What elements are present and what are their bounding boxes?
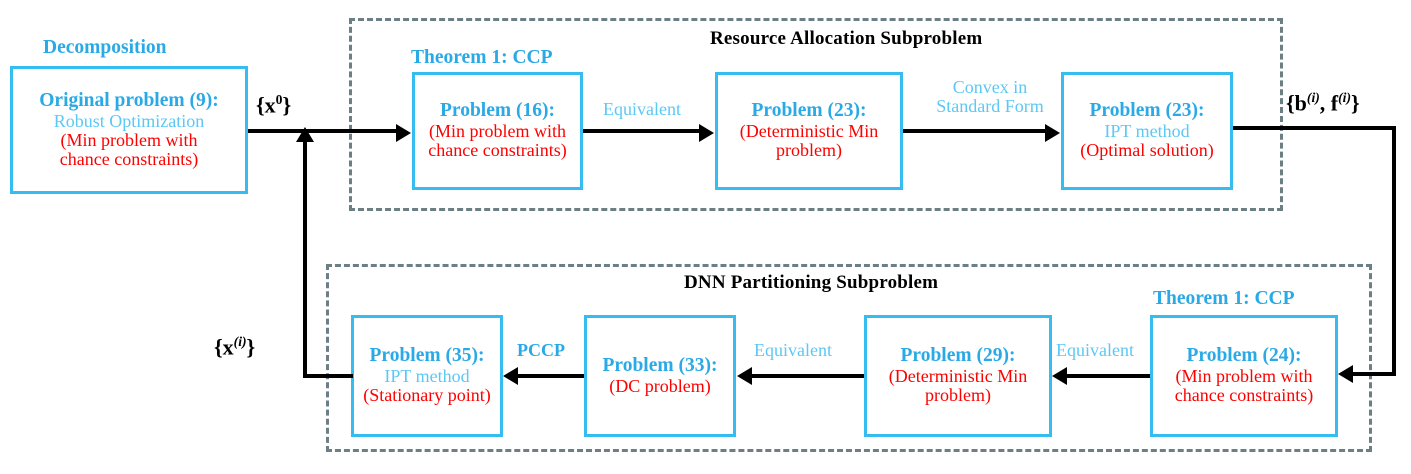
edge-label-convex-standard-form: Convex in Standard Form [936,77,1044,116]
box-title: Problem (16): [440,100,555,122]
box-method: IPT method [1104,121,1190,142]
box-problem-29[interactable]: Problem (29): (Deterministic Min problem… [864,315,1052,437]
box-problem-23-deterministic[interactable]: Problem (23): (Deterministic Min problem… [715,72,903,190]
arrowhead-p29-to-p33 [737,367,752,385]
edge-label-equivalent-24-29: Equivalent [1056,340,1134,360]
connector-into-p24 [1352,372,1396,376]
connector-p35-out-left [303,374,353,378]
arrowhead-p16-to-p23 [699,124,714,142]
group-title-dnn-partitioning: DNN Partitioning Subproblem [684,272,939,293]
box-method: Robust Optimization [53,110,205,131]
group-dnn-partitioning [326,264,1372,452]
box-note: (Stationary point) [363,385,491,406]
connector-p33-to-p35 [517,374,584,378]
box-note: (Min problem with chance constraints) [428,121,567,161]
connector-p16-to-p23 [583,129,700,133]
box-title: Problem (23): [751,100,867,122]
arrowhead-p33-to-p35 [503,367,518,385]
box-title: Original problem (9): [39,89,219,111]
connector-orig-to-p16 [248,129,398,133]
arrowhead-feedback-up [296,127,314,142]
box-original-problem-9[interactable]: Original problem (9): Robust Optimizatio… [10,66,248,194]
box-title: Problem (24): [1186,345,1302,367]
connector-p29-to-p33 [751,374,864,378]
caption-theorem-1-ccp-bottom: Theorem 1: CCP [1153,288,1295,309]
box-title: Problem (35): [369,345,485,367]
connector-p24-to-p29 [1066,374,1150,378]
connector-left-rail-up [303,140,307,378]
box-note: (Deterministic Min problem) [888,366,1028,406]
box-problem-24[interactable]: Problem (24): (Min problem with chance c… [1150,315,1338,437]
box-title: Problem (29): [900,345,1016,367]
edge-label-pccp: PCCP [517,340,565,360]
box-problem-35[interactable]: Problem (35): IPT method (Stationary poi… [351,315,503,437]
arrowhead-p23-to-p23ipt [1045,124,1060,142]
box-problem-16[interactable]: Problem (16): (Min problem with chance c… [412,72,583,190]
connector-right-rail-down [1392,126,1396,374]
signal-x0: {x0} [256,92,292,118]
box-method: IPT method [384,366,470,387]
connector-p23-to-p23ipt [903,129,1046,133]
arrowhead-orig-to-p16 [396,124,411,142]
box-title: Problem (23): [1089,100,1205,122]
box-note: (Min problem with chance constraints) [1174,366,1314,406]
group-resource-allocation [349,18,1283,211]
signal-b-f: {b(i), f(i)} [1286,90,1360,116]
box-note: (DC problem) [609,375,711,396]
group-title-resource-allocation: Resource Allocation Subproblem [710,28,983,49]
box-problem-33[interactable]: Problem (33): (DC problem) [584,315,736,437]
arrowhead-into-p24 [1338,365,1353,383]
box-note: (Min problem with chance constraints) [59,129,199,170]
caption-theorem-1-ccp-top: Theorem 1: CCP [411,47,553,68]
edge-label-equivalent-16-23: Equivalent [603,99,681,119]
caption-decomposition: Decomposition [43,37,167,58]
box-note: (Optimal solution) [1080,140,1214,161]
box-problem-23-ipt[interactable]: Problem (23): IPT method (Optimal soluti… [1061,72,1233,190]
arrowhead-p24-to-p29 [1052,367,1067,385]
signal-x-i: {x(i)} [214,334,256,360]
box-title: Problem (33): [602,354,718,376]
edge-label-equivalent-29-33: Equivalent [754,340,832,360]
box-note: (Deterministic Min problem) [739,121,879,161]
connector-p23ipt-out [1233,126,1396,130]
